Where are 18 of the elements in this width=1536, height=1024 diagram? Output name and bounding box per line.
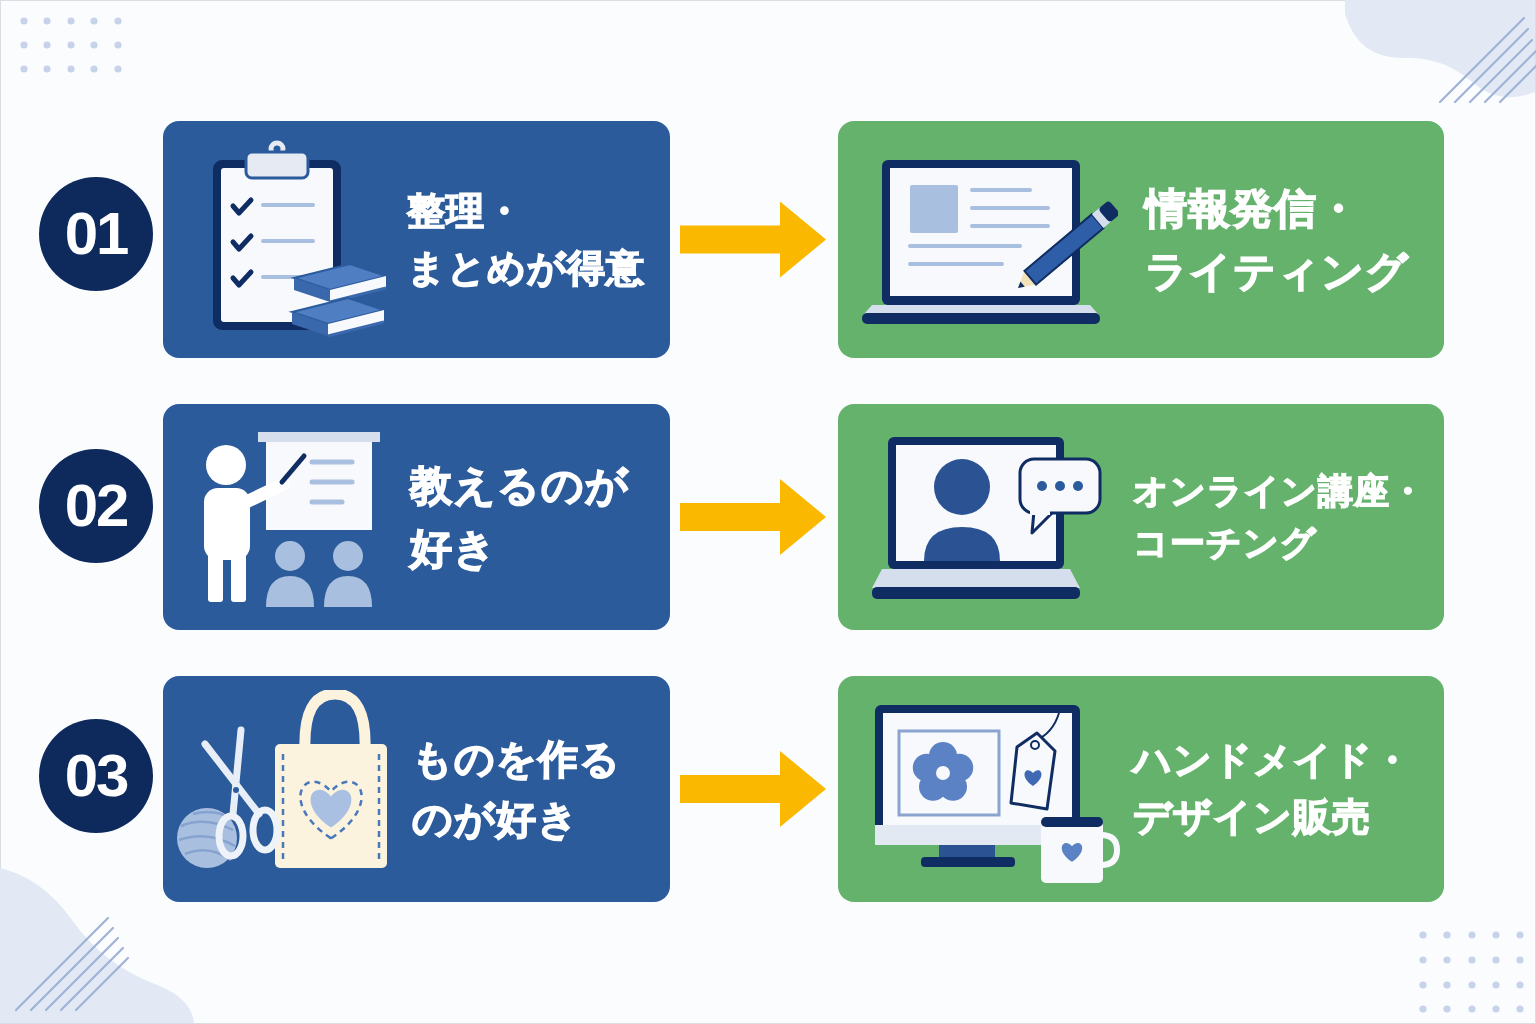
career-card [838, 676, 1444, 902]
career-card [838, 121, 1444, 358]
skill-card [163, 404, 670, 630]
skill-text: 教えるのが好き [410, 460, 630, 575]
career-text: オンライン講座・コーチング [1133, 469, 1426, 565]
career-text: 情報発信・ライティング [1145, 182, 1409, 298]
arrow [680, 479, 826, 555]
step-number: 02 [64, 476, 128, 536]
skill-text: 整理・まとめが得意 [407, 187, 645, 292]
step-number: 03 [64, 746, 128, 806]
skill-card [163, 676, 670, 902]
skill-text: ものを作るのが好き [412, 735, 622, 844]
arrow [680, 201, 826, 278]
arrow [680, 751, 826, 827]
skill-card [163, 121, 670, 358]
step-number: 01 [64, 204, 128, 264]
career-text: ハンドメイド・デザイン販売 [1133, 737, 1412, 841]
career-card [838, 404, 1444, 630]
